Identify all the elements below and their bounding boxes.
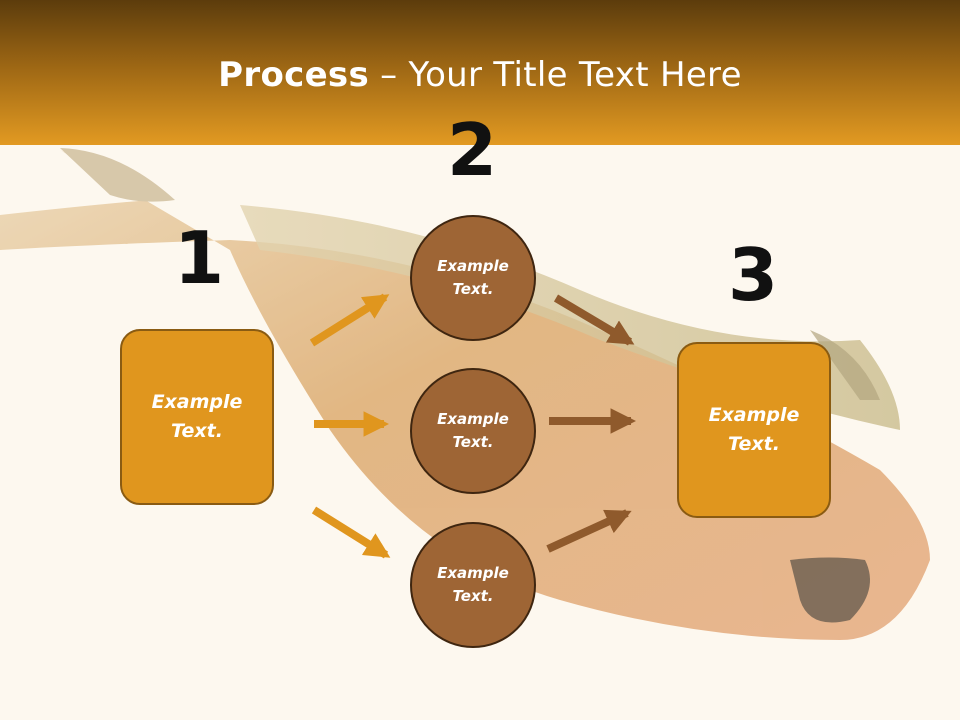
circle-bottom-label-line1: Example	[437, 564, 509, 582]
slide-title: Process – Your Title Text Here	[0, 54, 960, 96]
step-number-2: 2	[446, 108, 498, 192]
circle-top-label-line1: Example	[437, 257, 509, 275]
arrow-bottom-to-3	[546, 509, 632, 553]
step-2-circle-top: Example Text.	[410, 215, 536, 341]
arrow-1-to-bottom	[311, 506, 391, 559]
step-3-box: Example Text.	[677, 342, 831, 518]
step-number-1: 1	[173, 216, 225, 300]
step-3-label-line1: Example	[708, 404, 800, 426]
step-1-label-line1: Example	[151, 391, 243, 413]
arrow-top-to-3	[553, 294, 635, 346]
title-rest: – Your Title Text Here	[369, 55, 742, 95]
step-2-circle-middle: Example Text.	[410, 368, 536, 494]
step-1-box: Example Text.	[120, 329, 274, 505]
circle-middle-label-line2: Text.	[452, 433, 494, 451]
circle-middle-label-line1: Example	[437, 410, 509, 428]
circle-bottom-label-line2: Text.	[452, 587, 494, 605]
step-3-label-line2: Text.	[728, 433, 780, 455]
title-bold: Process	[218, 55, 370, 95]
step-1-label-line2: Text.	[171, 420, 223, 442]
arrow-1-to-top	[309, 293, 390, 347]
step-2-circle-bottom: Example Text.	[410, 522, 536, 648]
title-bar	[0, 0, 960, 145]
circle-top-label-line2: Text.	[452, 280, 494, 298]
step-number-3: 3	[727, 233, 779, 317]
